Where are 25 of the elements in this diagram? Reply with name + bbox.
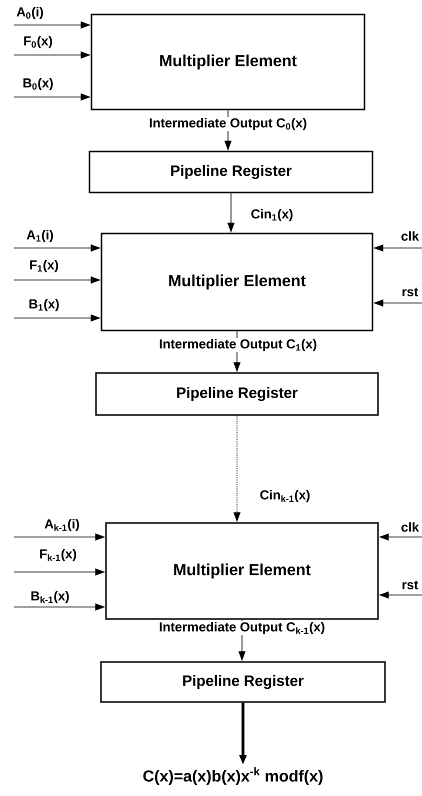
edge-label: clk — [400, 521, 420, 533]
edge-label: F$_{k-1}$(x) — [38, 548, 78, 562]
edge-label: Intermediate Output C$_{0}$(x) — [148, 116, 308, 132]
pipeline-register-box: Pipeline Register — [95, 372, 379, 416]
edge-label: Intermediate Output C$_{k-1}$(x) — [158, 620, 326, 636]
edge-label: B$_{1}$(x) — [28, 298, 60, 312]
edge-label: Cin$_{k-1}$(x) — [258, 488, 312, 504]
edge-label: rst — [400, 286, 420, 298]
edge-label: A$_{1}$(i) — [25, 228, 55, 244]
edge-label: rst — [400, 580, 420, 590]
edge-label: Intermediate Output C$_{1}$(x) — [158, 338, 318, 352]
edge-label: F$_{0}$(x) — [22, 34, 54, 50]
output-formula: C(x)=a(x)b(x)x$^{-k}$ modf(x) — [143, 767, 323, 785]
edge-label: Cin$_{1}$(x) — [250, 208, 294, 222]
multiplier-element-box: Multiplier Element — [105, 522, 379, 620]
edge-label: A$_{0}$(i) — [15, 6, 45, 20]
multiplier-element-box: Multiplier Element — [100, 232, 374, 332]
edge-label: clk — [400, 230, 420, 242]
pipeline-register-box: Pipeline Register — [88, 150, 374, 194]
pipeline-register-box: Pipeline Register — [100, 661, 386, 703]
multiplier-element-box: Multiplier Element — [90, 14, 366, 110]
edge-label: F$_{1}$(x) — [28, 258, 60, 274]
edge-label: A$_{k-1}$(i) — [43, 518, 81, 532]
edge-label: B$_{k-1}$(x) — [30, 590, 70, 604]
edge-label: B$_{0}$(x) — [22, 76, 54, 92]
